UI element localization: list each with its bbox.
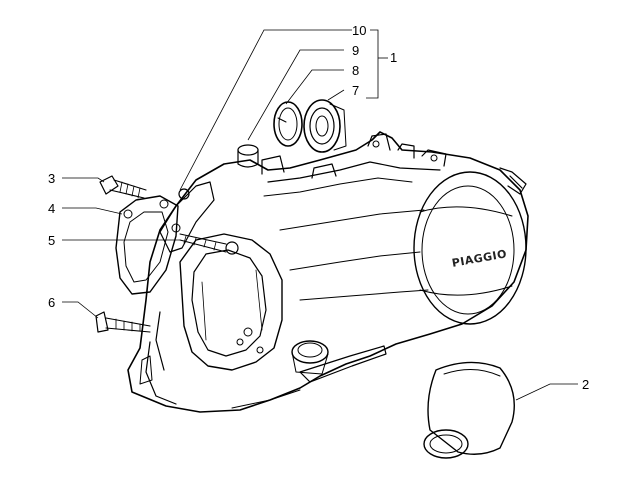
callout-3: 3 <box>48 171 55 186</box>
callout-10: 10 <box>352 23 366 38</box>
brand-label: PIAGGIO <box>451 247 508 269</box>
callout-1: 1 <box>390 50 397 65</box>
screw-part-6 <box>95 311 151 333</box>
callout-5: 5 <box>48 233 55 248</box>
callout-9: 9 <box>352 43 359 58</box>
bearing-seal-part <box>303 99 347 153</box>
leader-lines <box>62 29 578 401</box>
screw-part-5 <box>179 233 239 255</box>
screw-part-3 <box>99 175 147 199</box>
bushing-part <box>237 144 259 168</box>
callout-4: 4 <box>48 201 55 216</box>
circlip-ring-part <box>273 101 303 147</box>
air-duct-elbow-part <box>423 361 515 459</box>
callout-8: 8 <box>352 63 359 78</box>
callout-2: 2 <box>582 377 589 392</box>
callout-7: 7 <box>352 83 359 98</box>
callout-6: 6 <box>48 295 55 310</box>
gasket-part <box>115 195 179 295</box>
